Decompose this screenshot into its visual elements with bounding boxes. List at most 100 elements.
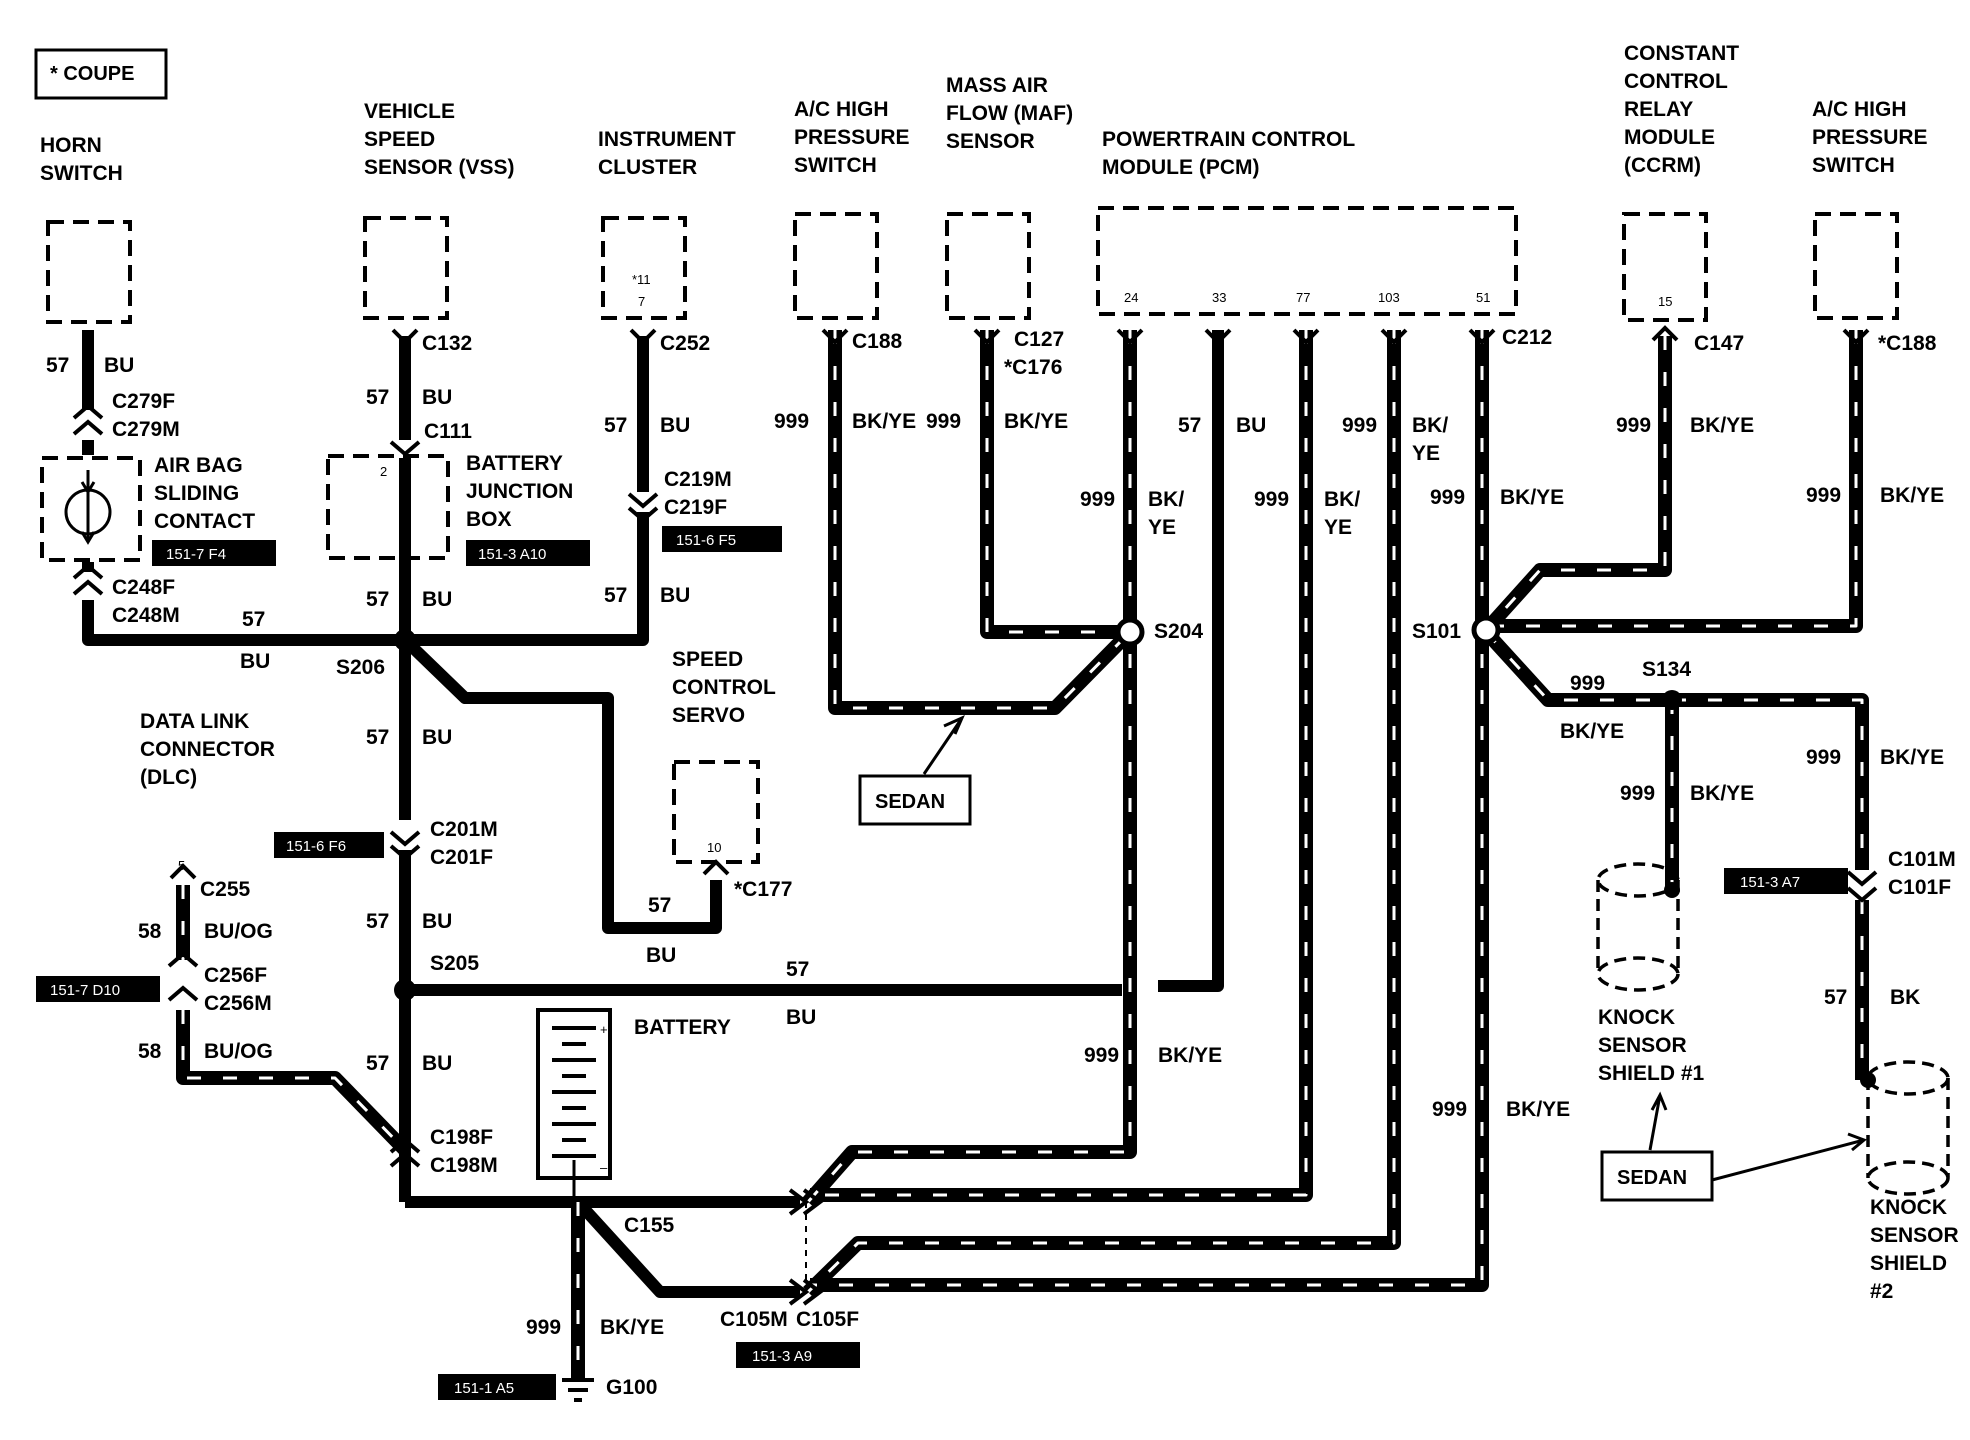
bjb-box bbox=[326, 454, 450, 560]
cluster-wire bbox=[405, 336, 649, 646]
w-dlc-buogb: BU/OG bbox=[204, 1040, 273, 1063]
ccrm-label-4: MODULE bbox=[1624, 126, 1715, 149]
text-layer: * COUPE SEDAN SEDAN HORN SWITCH VEHICLE … bbox=[40, 42, 1959, 1399]
dlc-label-1: DATA LINK bbox=[140, 710, 249, 733]
ac1-label-1: A/C HIGH bbox=[794, 98, 889, 121]
w-vss-bu: BU bbox=[422, 386, 452, 409]
sedan-box-1 bbox=[858, 774, 972, 826]
pcm-label-2: MODULE (PCM) bbox=[1102, 156, 1259, 179]
servo-label-1: SPEED bbox=[672, 648, 743, 671]
s206-dot bbox=[394, 629, 416, 651]
ac1-label-2: PRESSURE bbox=[794, 126, 910, 149]
conn-c201f: C201F bbox=[430, 846, 493, 869]
conn-c255: C255 bbox=[200, 878, 251, 901]
conn-c248f: C248F bbox=[112, 576, 175, 599]
w-ccrm-999: 999 bbox=[1616, 414, 1651, 437]
coupe-note: * COUPE bbox=[50, 63, 134, 85]
w-ac2-999: 999 bbox=[1806, 484, 1841, 507]
knock1-bottom bbox=[1596, 956, 1680, 992]
conn-c147: C147 bbox=[1694, 332, 1744, 355]
w-horn-bub: BU bbox=[240, 650, 270, 673]
pcm33-wire bbox=[1158, 330, 1224, 992]
w-knock2-bk: BK bbox=[1890, 986, 1920, 1009]
w-pcm51-999b: 999 bbox=[1432, 1098, 1467, 1121]
w-ac1-999: 999 bbox=[774, 410, 809, 433]
conn-c101m: C101M bbox=[1888, 848, 1956, 871]
knock-cylinders bbox=[1596, 862, 1950, 1196]
w-s134-999: 999 bbox=[1570, 672, 1605, 695]
conn-c219m: C219M bbox=[664, 468, 732, 491]
w-vss-57e: 57 bbox=[366, 1052, 389, 1075]
pin-pcm-24: 24 bbox=[1124, 290, 1138, 305]
w-s134-bkye: BK/YE bbox=[1560, 720, 1624, 743]
w-cluster-bub: BU bbox=[660, 584, 690, 607]
pin-bjb: 2 bbox=[380, 464, 387, 479]
page-ref-badges bbox=[36, 526, 1848, 1400]
pin-servo: 10 bbox=[707, 840, 721, 855]
ref-4: 151-6 F6 bbox=[286, 838, 346, 855]
ref-1: 151-7 F4 bbox=[166, 546, 226, 563]
w-pcm24-999: 999 bbox=[1080, 488, 1115, 511]
conn-c256f: C256F bbox=[204, 964, 267, 987]
air-bag-box bbox=[40, 456, 142, 562]
knock1-dot bbox=[1664, 882, 1680, 898]
cluster-label-2: CLUSTER bbox=[598, 156, 697, 179]
w-cluster-57: 57 bbox=[604, 414, 627, 437]
knock1-label-1: KNOCK bbox=[1598, 1006, 1675, 1029]
knock2-bottom bbox=[1866, 1160, 1950, 1196]
pcm77-wire bbox=[810, 330, 1313, 1202]
w-pcm103-bk: BK/ bbox=[1412, 414, 1448, 437]
ac1-label-3: SWITCH bbox=[794, 154, 877, 177]
splice-s206: S206 bbox=[336, 656, 385, 679]
pcm-label-1: POWERTRAIN CONTROL bbox=[1102, 128, 1355, 151]
knock1-label-2: SENSOR bbox=[1598, 1034, 1687, 1057]
pin-ccrm: 15 bbox=[1658, 294, 1672, 309]
conn-c177: *C177 bbox=[734, 878, 792, 901]
w-cluster-57b: 57 bbox=[604, 584, 627, 607]
maf-label-1: MASS AIR bbox=[946, 74, 1048, 97]
bjb-label-3: BOX bbox=[466, 508, 512, 531]
ccrm-wire bbox=[1480, 336, 1672, 635]
w-pcm33-57: 57 bbox=[1178, 414, 1201, 437]
w-ground-999: 999 bbox=[526, 1316, 561, 1339]
ac-switch-2-box bbox=[1813, 212, 1899, 320]
w-ac1-bkye: BK/YE bbox=[852, 410, 916, 433]
w-ac2-bkye: BK/YE bbox=[1880, 484, 1944, 507]
w-s205-57: 57 bbox=[786, 958, 809, 981]
knock2-dot bbox=[1860, 1072, 1876, 1088]
svg-text:+: + bbox=[600, 1022, 608, 1037]
pcm-box bbox=[1096, 206, 1518, 316]
coupe-box bbox=[34, 48, 168, 100]
conn-g100: G100 bbox=[606, 1376, 657, 1399]
maf-box bbox=[945, 212, 1031, 320]
ref-2: 151-3 A10 bbox=[478, 546, 546, 563]
w-dlc-buog: BU/OG bbox=[204, 920, 273, 943]
pin-pcm-51: 51 bbox=[1476, 290, 1490, 305]
sedan-note-2: SEDAN bbox=[1617, 1167, 1687, 1189]
ccrm-label-1: CONSTANT bbox=[1624, 42, 1739, 65]
w-ccrm-bkye: BK/YE bbox=[1690, 414, 1754, 437]
w-pcm103-ye: YE bbox=[1412, 442, 1440, 465]
splice-s134: S134 bbox=[1642, 658, 1691, 681]
w-pcm77-bk: BK/ bbox=[1324, 488, 1360, 511]
w-pcm103-999: 999 bbox=[1342, 414, 1377, 437]
s101-dot bbox=[1471, 615, 1501, 645]
ac2-label-2: PRESSURE bbox=[1812, 126, 1928, 149]
w-horn-57b: 57 bbox=[242, 608, 265, 631]
ccrm-label-3: RELAY bbox=[1624, 98, 1693, 121]
component-boxes bbox=[40, 206, 1899, 864]
w-s205-bu: BU bbox=[786, 1006, 816, 1029]
connector-marks bbox=[72, 325, 1878, 1306]
ref-3: 151-6 F5 bbox=[676, 532, 736, 549]
w-vss-bub: BU bbox=[422, 588, 452, 611]
splice-s205: S205 bbox=[430, 952, 479, 975]
bu-wires bbox=[82, 330, 1224, 1298]
pin-cluster-a: *11 bbox=[632, 272, 651, 287]
conn-c201m: C201M bbox=[430, 818, 498, 841]
conn-c198f: C198F bbox=[430, 1126, 493, 1149]
vss-label-2: SPEED bbox=[364, 128, 435, 151]
airbag-label-3: CONTACT bbox=[154, 510, 255, 533]
ac-switch-1-box bbox=[793, 212, 879, 320]
knock2-top bbox=[1866, 1060, 1950, 1096]
